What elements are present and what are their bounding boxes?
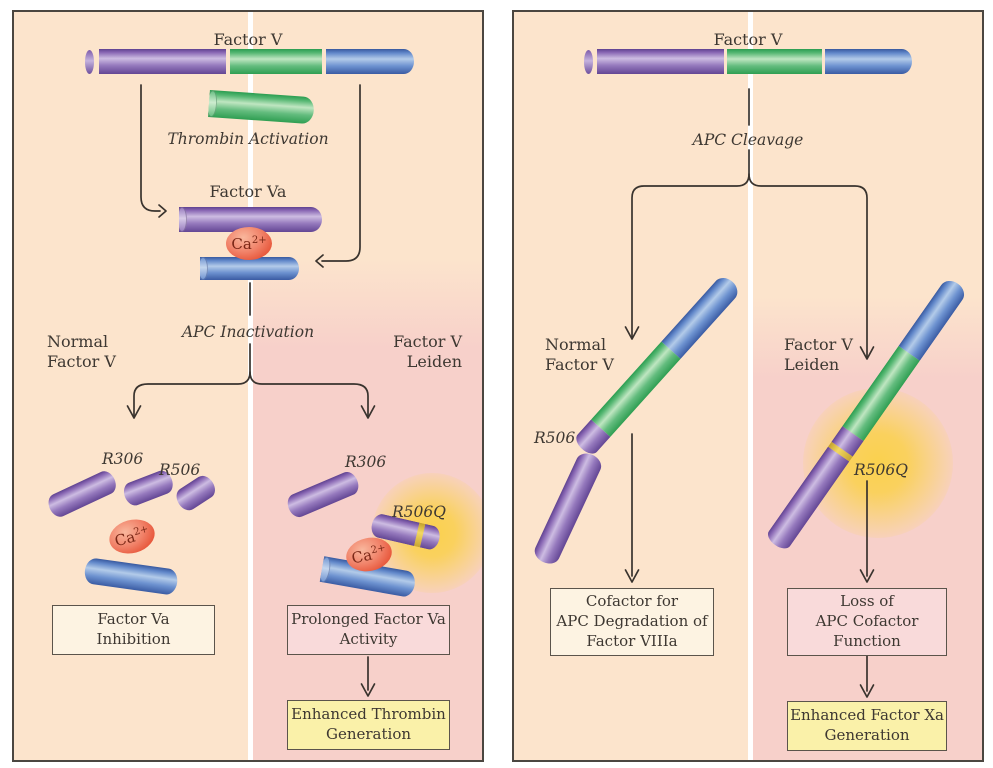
heading-line: Factor V [47,351,116,371]
enhanced-thrombin-generation-box: Enhanced Thrombin Generation [287,700,450,750]
calcium-charge: 2+ [369,542,387,556]
arrow-branch-right [249,371,369,417]
factor-v-leiden-heading: Factor V Leiden [784,335,853,374]
box-line: Inhibition [96,630,171,648]
box-line: Enhanced Thrombin [291,705,446,724]
arrowhead [859,569,875,583]
apc-inactivation-label: APC Inactivation [181,323,315,341]
flow-arrows [126,84,376,697]
panel-title: Factor V [213,30,283,49]
arrowhead [624,326,640,340]
arrow-branch-left [133,343,251,417]
right-panel: Factor V APC Cleavage Normal Factor V Fa… [512,10,984,762]
heading-line: Factor V [545,354,614,374]
calcium-charge: 2+ [132,523,150,538]
normal-factor-v-heading: Normal Factor V [545,335,614,374]
r506-label: R506 [534,429,576,447]
loss-apc-cofactor-function-box: Loss of APC Cofactor Function [787,588,947,656]
box-line: Prolonged Factor Va [291,610,446,629]
box-line: APC Degradation of [556,612,708,631]
panel-title: Factor V [713,30,783,49]
box-line: Function [833,631,901,650]
normal-factor-v-heading: Normal Factor V [47,332,116,371]
box-line: Factor Va [97,610,170,629]
box-line: Loss of [840,592,894,611]
arrow-branch-left [631,149,750,338]
cylinder-cap [179,207,187,232]
heading-line: Leiden [784,354,840,374]
cofactor-apc-degradation-box: Cofactor for APC Degradation of Factor V… [550,588,714,656]
heading-line: Normal [545,335,607,354]
arrowhead [859,684,875,698]
arrowhead [360,405,376,419]
box-line: APC Cofactor [815,612,919,631]
box-line: Factor VIIIa [586,631,678,650]
rod-end-cap [85,50,94,74]
box-line: Activity [339,630,398,648]
r306-label: R306 [345,453,387,471]
box-line: Generation [325,725,412,743]
apc-cleavage-label: APC Cleavage [692,131,804,149]
arrowhead [158,204,167,218]
factor-v-b-domain-rod [230,49,322,74]
r506q-label: R506Q [392,503,446,521]
arrowhead [859,346,875,360]
heading-line: Normal [47,332,109,351]
enhanced-factor-xa-generation-box: Enhanced Factor Xa Generation [787,701,947,751]
factor-v-light-chain-rod [326,49,414,74]
cylinder-cap [208,90,218,118]
arrow-branch-right [748,173,868,358]
arrow-activation-left [140,84,161,212]
arrowhead [360,683,376,697]
box-line: Enhanced Factor Xa [790,706,944,725]
r506-label: R506 [159,461,201,479]
box-line: Cofactor for [585,592,679,611]
arrowhead [624,569,640,583]
factor-v-a-domain-rod [597,49,724,74]
heading-line: Factor V [784,335,853,354]
heading-line: Factor V [393,332,462,351]
heading-line: Leiden [406,351,462,371]
factor-va-label: Factor Va [209,182,287,201]
factor-v-a-domain-rod [99,49,226,74]
prolonged-factor-va-activity-box: Prolonged Factor Va Activity [287,605,450,655]
r306-label: R306 [102,450,144,468]
arrowhead [126,405,142,419]
arrow-activation-right [321,84,361,262]
flow-arrows [624,88,875,698]
arrowhead [315,254,324,268]
factor-va-light-chain-rod [200,257,299,280]
cylinder-cap [200,257,208,280]
factor-va-inhibition-box: Factor Va Inhibition [52,605,215,655]
thrombin-activation-label: Thrombin Activation [167,130,329,148]
rod-end-cap [584,50,593,74]
r506q-label: R506Q [854,461,908,479]
factor-v-leiden-heading: Factor V Leiden [393,332,462,371]
panel-divider-line [748,12,753,760]
panel-divider-line [248,12,253,760]
factor-v-b-domain-rod [727,49,822,74]
calcium-label: Ca [231,234,252,253]
box-line: Generation [824,726,910,744]
factor-v-light-chain-rod [825,49,912,74]
